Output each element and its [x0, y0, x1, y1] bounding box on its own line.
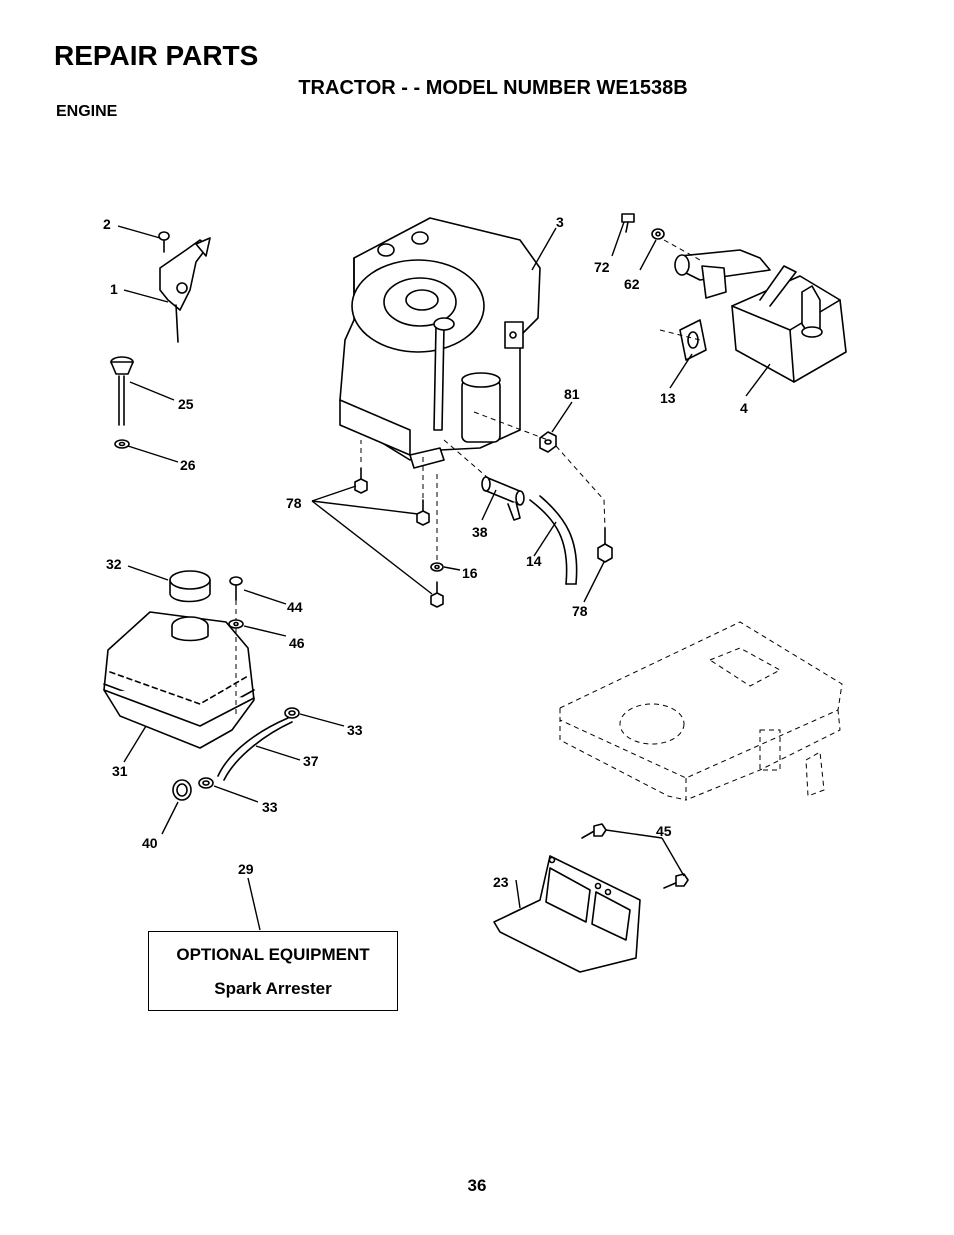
callout-40: 40 — [142, 835, 158, 851]
callout-14: 14 — [526, 553, 542, 569]
lock-washer-part — [651, 228, 665, 240]
fuel-line-part — [529, 495, 578, 585]
callout-26: 26 — [180, 457, 196, 473]
optional-equipment-item: Spark Arrester — [214, 979, 332, 998]
callout-45: 45 — [656, 823, 672, 839]
throttle-control-part — [158, 231, 211, 343]
fuel-cap-part — [169, 570, 211, 603]
arrester-screw-upper — [581, 823, 607, 839]
spark-arrester-part — [493, 855, 641, 973]
callout-38: 38 — [472, 524, 488, 540]
callout-29: 29 — [238, 861, 254, 877]
spacer-washer-part — [430, 562, 444, 572]
optional-equipment-heading: OPTIONAL EQUIPMENT — [176, 945, 370, 964]
callout-31: 31 — [112, 763, 128, 779]
callout-13: 13 — [660, 390, 676, 406]
optional-equipment-box: OPTIONAL EQUIPMENT Spark Arrester — [148, 931, 398, 1011]
engine-mount-bolt-left — [354, 467, 368, 494]
hose-clamp-lower — [198, 777, 214, 789]
fuel-shutoff-valve-part — [481, 476, 525, 521]
callout-23: 23 — [493, 874, 509, 890]
tank-screw-part — [229, 576, 243, 601]
arrester-screw-lower — [663, 873, 689, 889]
section-label: ENGINE — [56, 103, 118, 120]
model-subtitle: TRACTOR - - MODEL NUMBER WE1538B — [298, 77, 688, 99]
callout-62: 62 — [624, 276, 640, 292]
callout-33-lower: 33 — [262, 799, 278, 815]
callout-3: 3 — [556, 214, 564, 230]
callout-78-right: 78 — [572, 603, 588, 619]
callout-1: 1 — [110, 281, 118, 297]
fuel-tank-part — [103, 611, 255, 749]
callout-4: 4 — [740, 400, 748, 416]
callout-44: 44 — [287, 599, 303, 615]
callout-labels: 2 1 25 26 3 72 62 13 4 81 78 38 14 16 78… — [103, 214, 748, 890]
engine-mount-bolt-middle — [416, 499, 430, 526]
callout-32: 32 — [106, 556, 122, 572]
leader-lines — [117, 221, 771, 931]
callout-16: 16 — [462, 565, 478, 581]
engine-mount-bolt-right — [597, 527, 613, 563]
callout-78-left: 78 — [286, 495, 302, 511]
hose-clamp-upper — [284, 707, 300, 719]
engine-part — [339, 217, 541, 469]
grommet-part — [172, 779, 192, 801]
exhaust-gasket-part — [679, 319, 707, 361]
hex-nut-part — [539, 431, 557, 453]
callout-37: 37 — [303, 753, 319, 769]
page-number: 36 — [467, 1176, 487, 1195]
tank-washer-part — [228, 619, 244, 629]
callout-2: 2 — [103, 216, 111, 232]
tractor-frame-dashed — [559, 621, 843, 801]
page-title: REPAIR PARTS — [54, 40, 259, 71]
callout-33-upper: 33 — [347, 722, 363, 738]
exhaust-bolt-part — [621, 213, 635, 233]
muffler-part — [674, 249, 847, 383]
fuel-hose-part — [217, 717, 293, 781]
callout-72: 72 — [594, 259, 610, 275]
washer-part — [114, 439, 130, 449]
choke-knob-part — [110, 356, 134, 426]
callout-46: 46 — [289, 635, 305, 651]
callout-25: 25 — [178, 396, 194, 412]
engine-mount-bolt-lower — [430, 581, 444, 608]
callout-81: 81 — [564, 386, 580, 402]
